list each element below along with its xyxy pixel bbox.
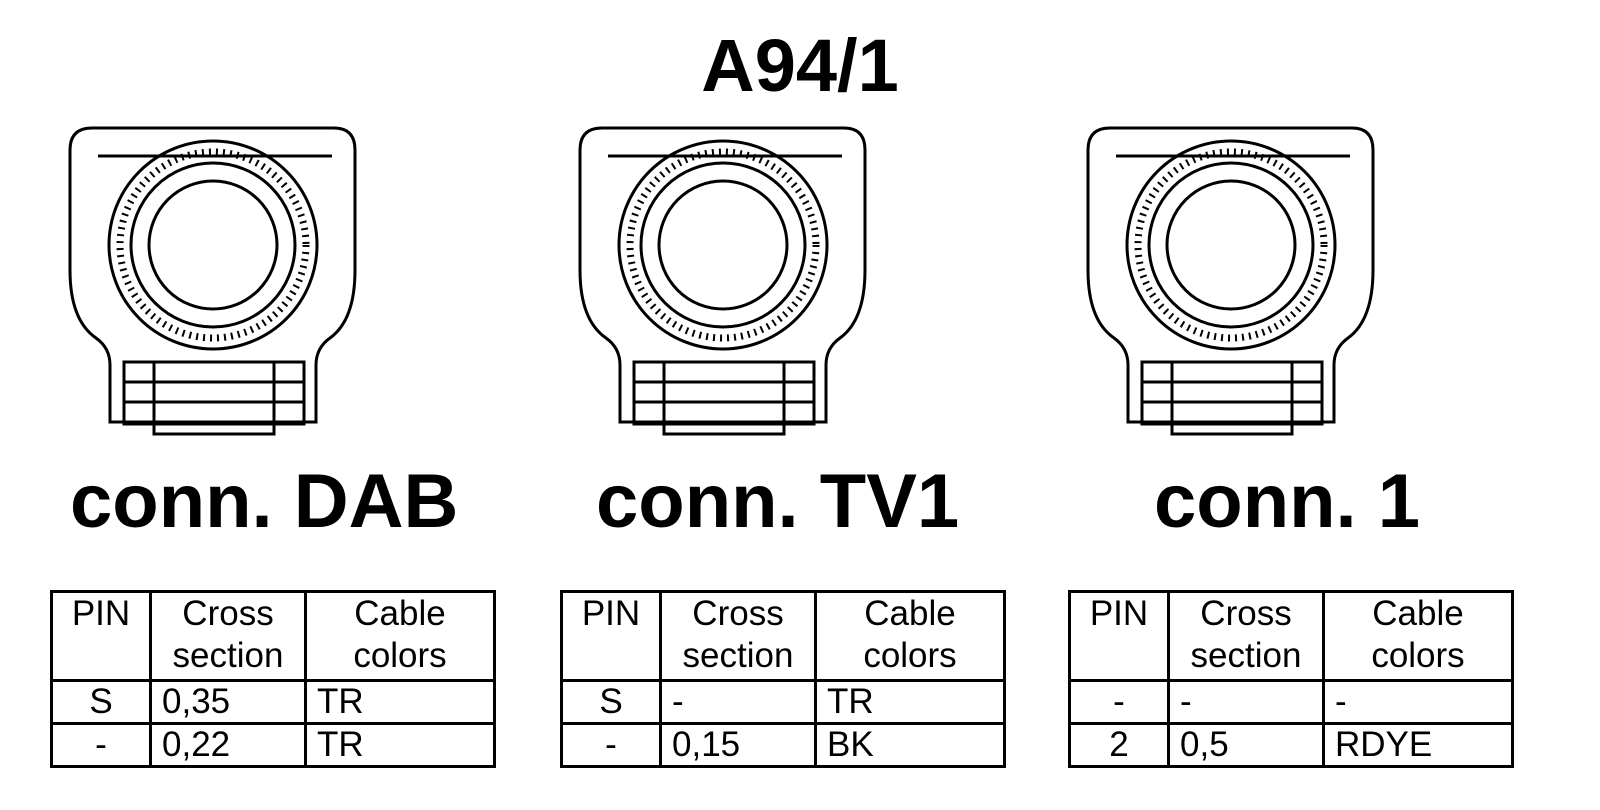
- table-row: - 0,15 BK: [560, 722, 1006, 768]
- header-pin: PIN: [560, 590, 662, 682]
- cell-cable-color: TR: [304, 679, 496, 725]
- cell-cross-section: 0,35: [149, 679, 307, 725]
- cell-cross-section: 0,22: [149, 722, 307, 768]
- cell-cable-color: TR: [814, 679, 1006, 725]
- table-row: 2 0,5 RDYE: [1068, 722, 1514, 768]
- cell-pin: 2: [1068, 722, 1170, 768]
- cell-cross-section: 0,15: [659, 722, 817, 768]
- table-row: S 0,35 TR: [50, 679, 496, 725]
- connector-label: conn. DAB: [70, 459, 459, 544]
- cell-pin: -: [50, 722, 152, 768]
- cell-pin: -: [1068, 679, 1170, 725]
- connector-drawing: [578, 126, 867, 436]
- connector-label: conn. 1: [1154, 459, 1421, 544]
- connector-drawing: [68, 126, 357, 436]
- cell-pin: -: [560, 722, 662, 768]
- cell-pin: S: [50, 679, 152, 725]
- cell-cable-color: RDYE: [1322, 722, 1514, 768]
- connector-label: conn. TV1: [596, 459, 960, 544]
- cell-cross-section: -: [659, 679, 817, 725]
- cell-cable-color: BK: [814, 722, 1006, 768]
- diagram-title: A94/1: [701, 24, 899, 107]
- table-row: - - -: [1068, 679, 1514, 725]
- cell-cable-color: TR: [304, 722, 496, 768]
- header-pin: PIN: [1068, 590, 1170, 682]
- connector-drawing: [1086, 126, 1375, 436]
- cell-cross-section: -: [1167, 679, 1325, 725]
- header-pin: PIN: [50, 590, 152, 682]
- table-row: S - TR: [560, 679, 1006, 725]
- table-row: - 0,22 TR: [50, 722, 496, 768]
- cell-cross-section: 0,5: [1167, 722, 1325, 768]
- cell-pin: S: [560, 679, 662, 725]
- cell-cable-color: -: [1322, 679, 1514, 725]
